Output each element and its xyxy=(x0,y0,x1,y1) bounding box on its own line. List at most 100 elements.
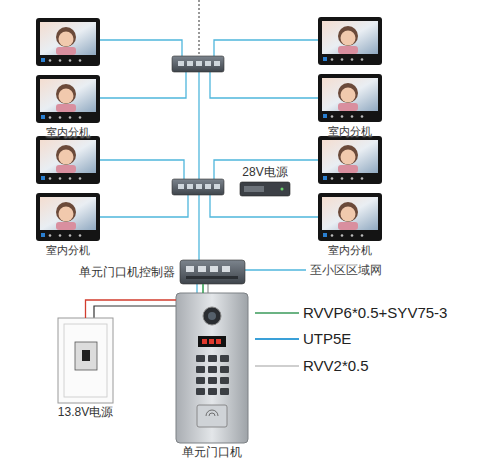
controller-port xyxy=(222,266,230,272)
device-node: 13.8V电源 xyxy=(58,318,113,403)
power-supply-panel xyxy=(244,186,264,192)
switch-port xyxy=(187,184,193,189)
device-label: 室内分机 xyxy=(328,243,372,257)
card-reader-symbol xyxy=(206,410,218,416)
network-label: 至小区区域网 xyxy=(310,263,382,277)
legend-line-sample xyxy=(255,365,299,366)
utp-wire xyxy=(100,195,188,217)
keypad xyxy=(196,355,229,395)
power-wire xyxy=(94,306,176,318)
key xyxy=(196,366,205,373)
key xyxy=(220,377,229,384)
key xyxy=(208,355,217,362)
power-led xyxy=(281,188,284,191)
indoor-monitor xyxy=(318,17,382,65)
utp-wire xyxy=(210,72,318,98)
switch-port xyxy=(214,61,220,66)
switch-port xyxy=(205,61,211,66)
cable-connector xyxy=(86,300,177,318)
floor-switch xyxy=(172,56,224,72)
camera-ring xyxy=(203,307,221,325)
device-node: 室内分机 xyxy=(36,75,100,123)
breaker-switch xyxy=(82,350,90,361)
legend-text: UTP5E xyxy=(303,330,351,348)
utp-wire xyxy=(196,284,197,293)
utp-trunk xyxy=(198,72,199,179)
riser-line xyxy=(199,0,200,55)
device-label: 28V电源 xyxy=(242,165,287,179)
key xyxy=(220,388,229,395)
device-label: 单元门口机控制器 xyxy=(79,265,175,279)
utp-wire xyxy=(100,40,182,56)
display-digit xyxy=(216,339,221,344)
key xyxy=(196,355,205,362)
key xyxy=(208,366,217,373)
legend-text: RVV2*0.5 xyxy=(303,357,369,375)
legend-text: RVVP6*0.5+SYV75-3 xyxy=(303,304,447,322)
indoor-monitor xyxy=(318,193,382,241)
device-node: 室内分机 xyxy=(36,193,100,241)
indoor-monitor xyxy=(318,74,382,122)
device-label: 13.8V电源 xyxy=(58,405,113,419)
device-node: 室内分机 xyxy=(318,193,382,241)
breaker xyxy=(75,342,97,370)
switch-port xyxy=(205,184,211,189)
device-label: 室内分机 xyxy=(46,125,90,139)
utp-wire xyxy=(100,72,186,98)
floor-switch xyxy=(172,179,224,195)
device-node: 单元门口机 xyxy=(176,293,248,443)
display-digit xyxy=(202,339,207,344)
network-wires xyxy=(100,40,318,293)
switch-port xyxy=(178,184,184,189)
controller-port xyxy=(210,266,218,272)
legend-line-sample xyxy=(255,338,299,340)
utp-wire xyxy=(100,160,184,179)
legend-line-sample xyxy=(255,312,299,314)
indoor-monitor xyxy=(36,136,100,184)
camera-lens xyxy=(208,312,216,320)
device-node: 单元门口机控制器 xyxy=(180,260,245,284)
indoor-monitor xyxy=(318,136,382,184)
power-supply-body xyxy=(240,182,290,196)
device-label: 室内分机 xyxy=(46,243,90,257)
controller-body xyxy=(180,260,245,284)
utp-uplink xyxy=(245,269,306,270)
card-reader xyxy=(197,405,227,427)
utp-wire xyxy=(210,195,318,217)
controller-port xyxy=(186,266,194,272)
controller-vent xyxy=(186,276,238,279)
power-box-body xyxy=(58,318,113,403)
display-digit xyxy=(209,339,214,344)
switch-port xyxy=(196,184,202,189)
switch-port xyxy=(196,61,202,66)
controller-port xyxy=(198,266,206,272)
cable-connector xyxy=(202,284,204,293)
switch-port xyxy=(178,61,184,66)
indoor-monitor xyxy=(36,18,100,66)
device-node: 28V电源 xyxy=(240,182,290,196)
indoor-monitor xyxy=(36,75,100,123)
utp-trunk xyxy=(198,195,199,260)
device-label: 室内分机 xyxy=(328,124,372,138)
switch-port xyxy=(187,61,193,66)
door-station-body xyxy=(176,293,248,443)
device-label: 单元门口机 xyxy=(182,445,242,459)
switch-body xyxy=(172,56,224,72)
power-wire xyxy=(207,284,208,293)
device-node: 室内分机 xyxy=(318,74,382,122)
switch-body xyxy=(172,179,224,195)
key xyxy=(196,377,205,384)
indoor-monitor xyxy=(36,193,100,241)
key xyxy=(220,355,229,362)
key xyxy=(208,377,217,384)
key xyxy=(220,366,229,373)
utp-wire xyxy=(214,160,318,179)
switch-port xyxy=(214,184,220,189)
utp-wire xyxy=(214,40,318,56)
key xyxy=(196,388,205,395)
door-display xyxy=(198,336,226,347)
power-box-frame xyxy=(64,324,107,397)
